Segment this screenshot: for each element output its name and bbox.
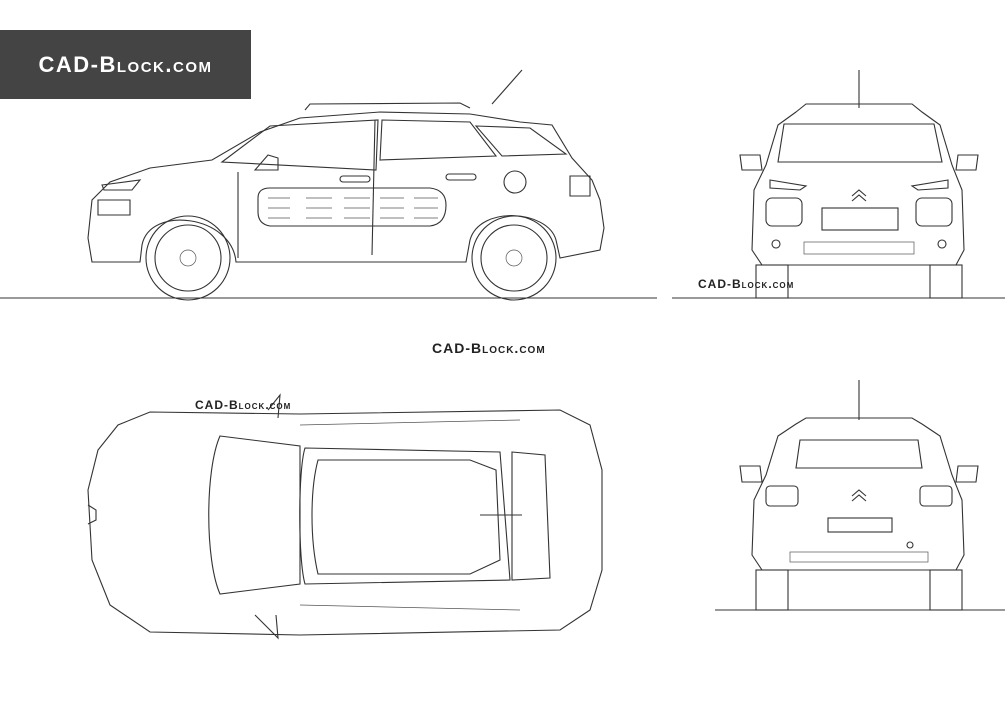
cad-block-logo: CAD-Block.com: [0, 30, 251, 99]
top-view: [87, 393, 603, 640]
watermark: CAD-Block.com: [698, 277, 795, 291]
rear-view: [715, 380, 1005, 611]
front-view: [672, 70, 1005, 299]
watermark: CAD-Block.com: [195, 398, 292, 412]
wheel-front: [145, 215, 231, 301]
wheel-rear: [471, 215, 557, 301]
watermark: CAD-Block.com: [432, 340, 546, 356]
logo-text: CAD-Block.com: [38, 51, 213, 77]
side-view: [0, 69, 657, 301]
